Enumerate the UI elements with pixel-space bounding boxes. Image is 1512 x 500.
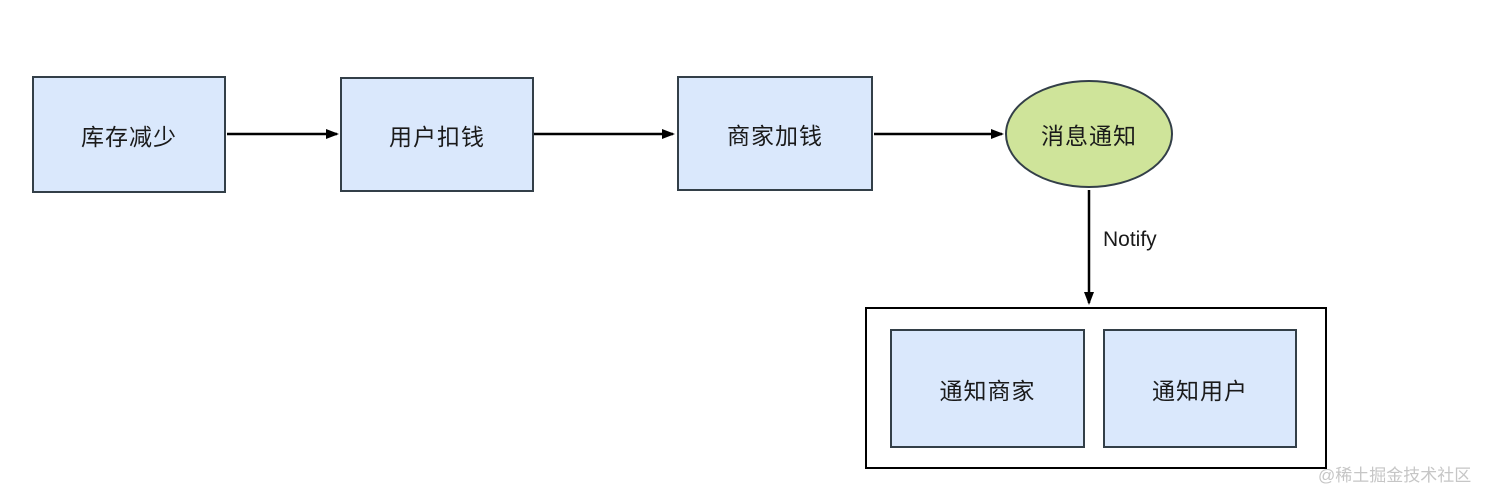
node-merchant-add: 商家加钱 bbox=[677, 76, 873, 191]
node-notify-merchant: 通知商家 bbox=[890, 329, 1085, 448]
node-message-notify-label: 消息通知 bbox=[1041, 123, 1137, 149]
node-user-deduct-label: 用户扣钱 bbox=[389, 123, 485, 150]
edge-label-notify: Notify bbox=[1103, 228, 1157, 251]
node-inventory-decrease-label: 库存减少 bbox=[81, 123, 177, 150]
watermark: @稀土掘金技术社区 bbox=[1318, 466, 1472, 485]
node-message-notify: 消息通知 bbox=[1005, 80, 1173, 188]
node-user-deduct: 用户扣钱 bbox=[340, 77, 534, 192]
node-merchant-add-label: 商家加钱 bbox=[727, 122, 823, 149]
node-notify-user-label: 通知用户 bbox=[1152, 377, 1248, 404]
node-inventory-decrease: 库存减少 bbox=[32, 76, 226, 193]
node-notify-user: 通知用户 bbox=[1103, 329, 1297, 448]
node-notify-merchant-label: 通知商家 bbox=[939, 377, 1036, 404]
